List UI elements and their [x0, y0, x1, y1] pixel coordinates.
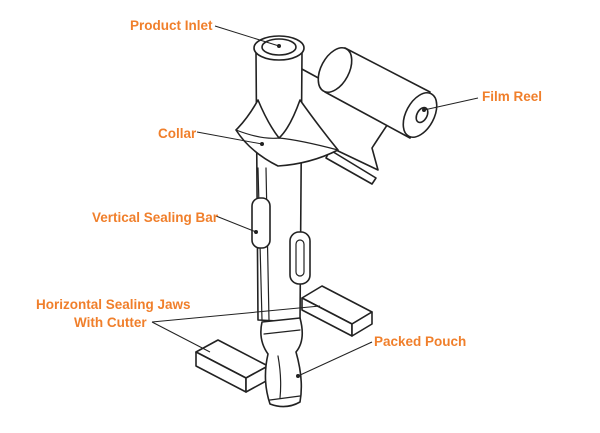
label-horizontal-jaws-line1: Horizontal Sealing Jaws [36, 297, 191, 312]
leader-dot-film-reel [422, 108, 426, 112]
leader-dot-collar [260, 142, 264, 146]
horizontal-sealing-jaws [195, 285, 373, 393]
pouch-seal-top [263, 329, 301, 335]
label-packed-pouch: Packed Pouch [374, 334, 466, 349]
leader-vertical-sealing-bar [215, 215, 257, 233]
leader-dot-packed-pouch [296, 374, 300, 378]
collar-fold [235, 129, 339, 151]
leader-horizontal-jaws-lower [151, 321, 211, 353]
leader-horizontal-jaws-upper [151, 305, 321, 323]
leader-dot-vertical-sealing-bar [254, 230, 258, 234]
label-horizontal-jaws-line2: With Cutter [74, 315, 147, 330]
label-film-reel: Film Reel [482, 89, 542, 104]
leader-lines [151, 25, 479, 378]
jaw-back-side [351, 311, 373, 337]
vertical-sealing [251, 167, 311, 321]
label-vertical-sealing-bar: Vertical Sealing Bar [92, 210, 219, 225]
labels: Product Inlet Film Reel Collar Vertical … [36, 18, 542, 349]
vertical-sealing-bar-front [251, 197, 271, 249]
label-product-inlet: Product Inlet [130, 18, 213, 33]
vertical-sealing-bar-slot [295, 239, 305, 277]
pouch-seal-bottom [269, 395, 301, 401]
vertical-sealing-bar-back [289, 231, 311, 285]
label-collar: Collar [158, 126, 197, 141]
pouch-crease [277, 355, 282, 399]
reel-back-end [317, 47, 353, 93]
pouch-body [260, 317, 304, 408]
leader-collar [196, 131, 263, 145]
film-reel [297, 47, 438, 185]
leader-packed-pouch [297, 341, 373, 377]
leader-dot-product-inlet [277, 44, 281, 48]
packed-pouch [260, 317, 304, 408]
leader-film-reel [423, 97, 479, 111]
leader-product-inlet [214, 25, 280, 47]
collar [235, 99, 339, 167]
